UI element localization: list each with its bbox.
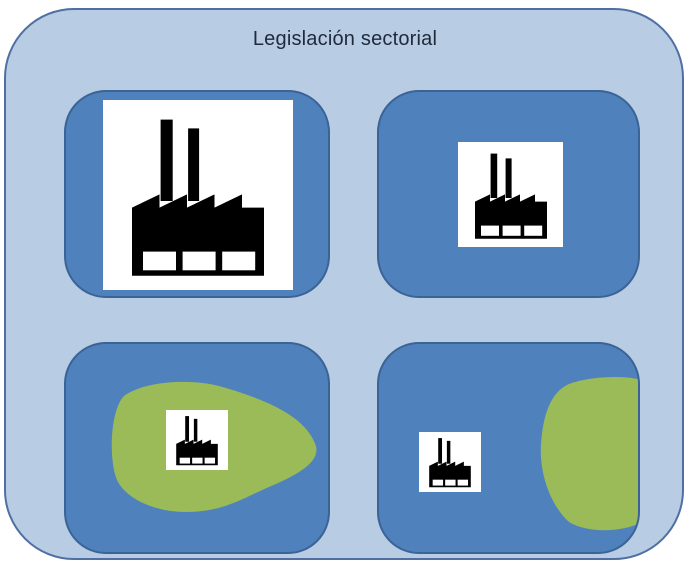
factory-tile: [103, 100, 293, 290]
factory-icon: [176, 416, 218, 466]
factory-tile: [458, 142, 563, 247]
panel-4: [377, 342, 640, 554]
factory-tile: [419, 432, 481, 492]
panel-1: [64, 90, 330, 298]
factory-icon: [132, 119, 264, 276]
factory-icon: [429, 438, 471, 488]
factory-tile: [166, 410, 228, 470]
diagram-title: Legislación sectorial: [252, 28, 438, 50]
panel-2: [377, 90, 640, 298]
factory-icon: [474, 153, 547, 239]
land-area: [540, 377, 638, 531]
panel-3: [64, 342, 330, 554]
